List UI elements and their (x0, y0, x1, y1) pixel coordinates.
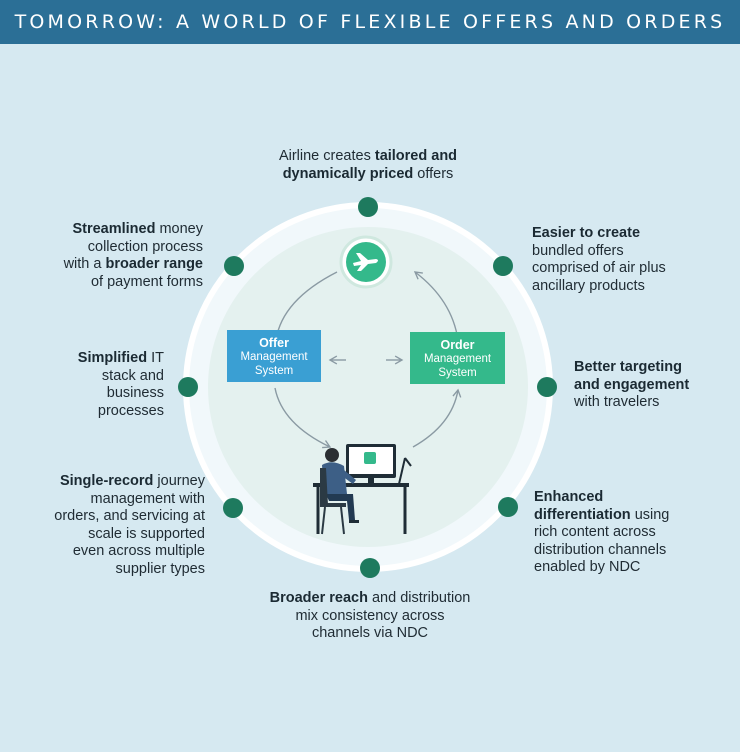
offer-box-line2: System (254, 365, 294, 377)
offer-box-line1: Management (240, 351, 308, 363)
label-left: Simplified IT stack and business process… (77, 350, 164, 419)
label-top-right: Easier to create bundled offers comprise… (532, 225, 666, 294)
node-bottom-left (223, 498, 243, 518)
node-left (178, 377, 198, 397)
offer-management-box: Offer Management System (227, 330, 321, 382)
arrow-offer-to-person (274, 387, 332, 449)
order-box-title: Order (440, 338, 475, 352)
person-at-computer-icon (313, 444, 412, 535)
node-right (537, 377, 557, 397)
node-top (358, 197, 378, 217)
order-box-line2: System (438, 367, 477, 379)
label-right: Better targeting and engagement with tra… (574, 359, 690, 410)
label-bottom-left: Single-record journey management with or… (54, 473, 205, 577)
arrow-person-to-order (412, 388, 462, 448)
node-bottom (360, 558, 380, 578)
node-top-right (493, 256, 513, 276)
inner-circle (208, 227, 528, 547)
label-bottom-right: Enhanced differentiation using rich cont… (534, 489, 670, 575)
plane-icon (339, 235, 393, 289)
order-management-box: Order Management System (410, 332, 505, 384)
page-title: TOMORROW: A WORLD OF FLEXIBLE OFFERS AND… (0, 0, 740, 44)
offer-box-title: Offer (259, 336, 289, 350)
label-bottom: Broader reach and distribution mix consi… (269, 590, 471, 641)
node-bottom-right (498, 497, 518, 517)
order-box-line1: Management (423, 353, 492, 365)
label-top-left: Streamlined money collection process wit… (63, 221, 203, 290)
label-top: Airline creates tailored and dynamically… (278, 148, 458, 182)
node-top-left (224, 256, 244, 276)
